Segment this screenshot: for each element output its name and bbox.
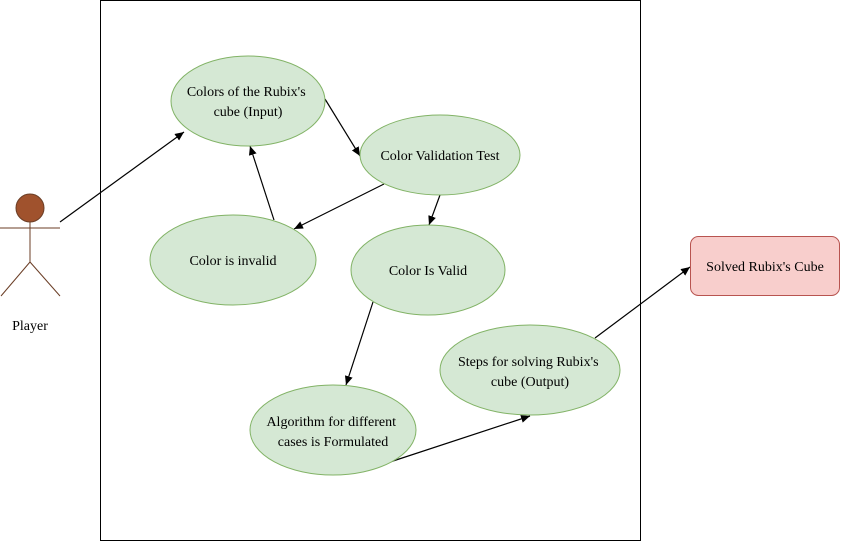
use-case-label-line: cases is Formulated [278,435,388,450]
use-case-validation-test[interactable]: Color Validation Test [359,114,521,196]
edge-valid-to-algorithm [344,301,374,386]
use-case-label-line: cube (Input) [214,105,283,120]
solved-cube-box[interactable]: Solved Rubix's Cube [690,236,840,296]
actor-left-leg [0,261,31,297]
svg-text:Solved Rubix's Cube: Solved Rubix's Cube [706,260,824,275]
use-case-color-invalid[interactable]: Color is invalid [149,214,317,306]
use-case-label-line: Color is invalid [189,254,276,269]
use-case-ellipse [149,214,317,306]
use-case-ellipse [350,224,506,316]
actor-right-leg [29,261,61,297]
svg-text:Color Validation Test: Color Validation Test [380,149,499,164]
use-case-ellipse [359,114,521,196]
use-case-label-line: Color Is Valid [389,264,467,279]
svg-text:Color is invalid: Color is invalid [189,254,276,269]
solved-cube-rect [690,236,840,296]
actor-label: Player [12,319,48,334]
use-case-label-line: Algorithm for different [266,415,396,430]
svg-text:Color Is Valid: Color Is Valid [389,264,467,279]
use-case-color-valid[interactable]: Color Is Valid [350,224,506,316]
svg-text:Algorithm for different: Algorithm for different cases is Formula… [266,415,399,450]
use-case-algorithm[interactable]: Algorithm for different cases is Formula… [249,384,417,476]
use-case-label-line: cube (Output) [491,375,569,390]
edge-player-to-colors-input [59,131,185,223]
use-case-ellipse [439,324,621,416]
use-case-ellipse [170,55,326,147]
use-case-label-line: Colors of the Rubix's [187,85,306,100]
svg-text:Colors of the Rubix's cu: Colors of the Rubix's cube (Input) [187,85,309,120]
use-case-steps-output[interactable]: Steps for solving Rubix's cube (Output) [439,324,621,416]
edge-invalid-to-colors-input [248,145,275,221]
svg-text:Steps for solving Rubix's: Steps for solving Rubix's cube (Output) [458,355,602,390]
edge-colors-input-to-validation [324,98,361,157]
edge-steps-to-solved-cube [594,266,691,339]
edges [59,98,691,463]
edge-validation-to-invalid [293,183,385,230]
player-actor[interactable]: Player [0,193,61,334]
actor-head [15,193,45,223]
edge-algorithm-to-steps [389,415,531,463]
use-case-label-line: Color Validation Test [380,149,499,164]
use-case-label-line: Steps for solving Rubix's [458,355,599,370]
use-case-colors-input[interactable]: Colors of the Rubix's cube (Input) [170,55,326,147]
solved-cube-label: Solved Rubix's Cube [706,260,824,275]
edge-validation-to-valid [428,194,441,226]
use-case-ellipse [249,384,417,476]
